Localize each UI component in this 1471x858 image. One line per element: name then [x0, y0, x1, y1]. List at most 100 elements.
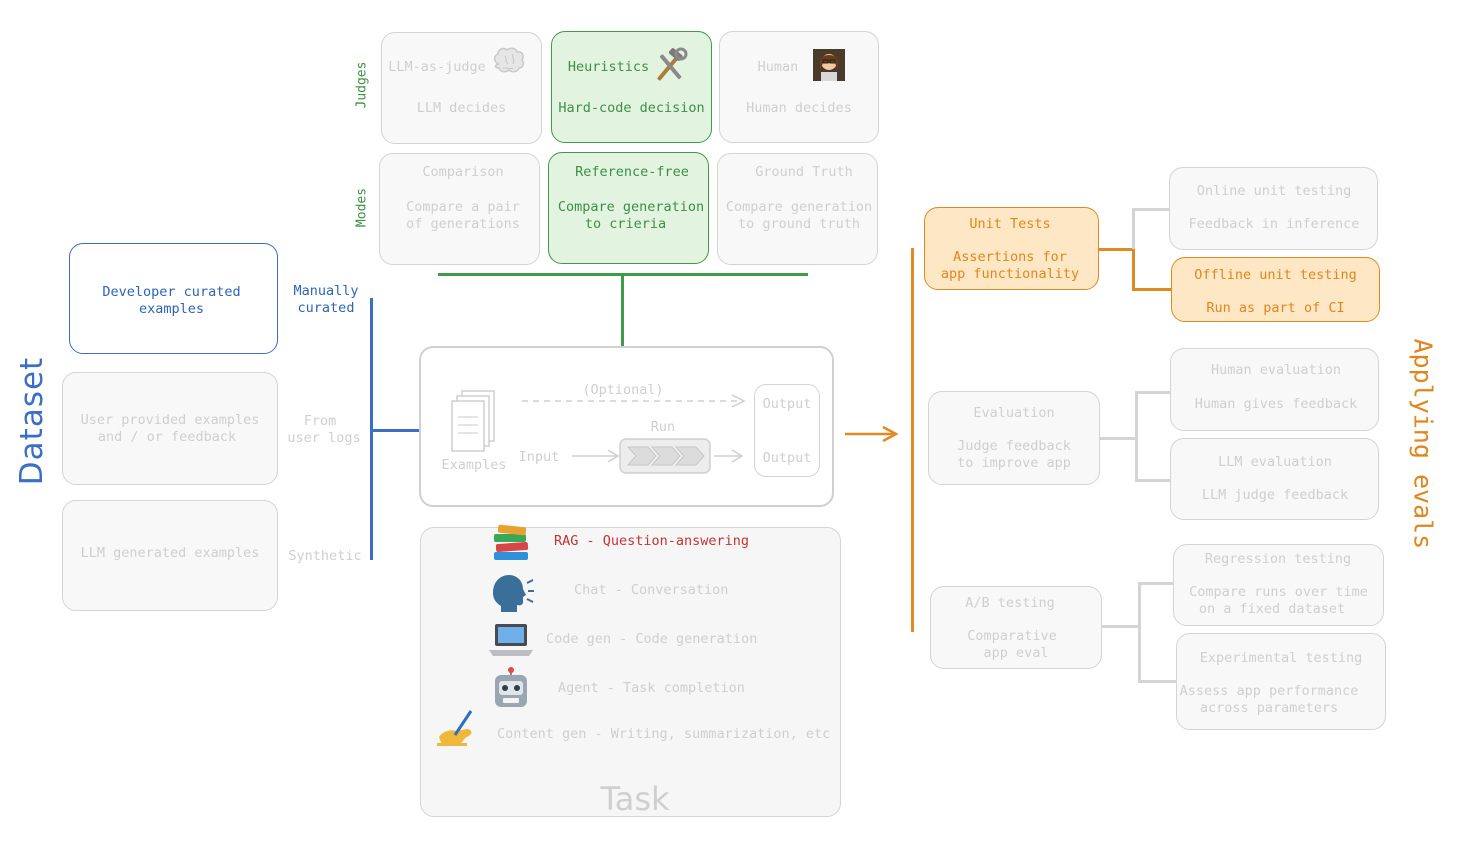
- llm-as-judge-desc: LLM decides: [416, 100, 507, 116]
- laptop-icon: [486, 620, 536, 669]
- reference-free-mode-desc-2: to crieria: [584, 216, 667, 232]
- developer-curated-card: [69, 243, 278, 354]
- experimental-testing-title: Experimental testing: [1199, 650, 1363, 666]
- human-eval-branch-line: [1135, 391, 1171, 394]
- hammer-wrench-icon: [648, 46, 692, 95]
- regression-testing-title: Regression testing: [1204, 551, 1352, 567]
- evaluation-desc-2: to improve app: [957, 455, 1071, 471]
- developer-curated-line-2: examples: [138, 301, 205, 317]
- online-branch-line: [1132, 208, 1170, 211]
- reference-free-mode-title: Reference-free: [575, 164, 689, 180]
- ab-testing-desc-2: app eval: [983, 645, 1049, 661]
- comparison-mode-desc-2: of generations: [406, 216, 520, 232]
- reference-free-mode-card: [548, 152, 709, 264]
- books-icon: [488, 524, 534, 573]
- human-judge-card: [719, 31, 879, 143]
- person-at-board-icon: [809, 47, 849, 92]
- task-title: Task: [600, 780, 670, 818]
- ground-truth-mode-desc-1: Compare generation: [725, 199, 873, 215]
- modes-row-label: Modes: [354, 187, 370, 228]
- manually-curated-label-2: curated: [297, 300, 355, 316]
- online-unit-testing-desc: Feedback in inference: [1188, 216, 1360, 232]
- evaluation-bracket-v: [1135, 391, 1138, 481]
- experimental-testing-desc-1: Assess app performance: [1179, 683, 1359, 699]
- applying-bracket-line: [911, 248, 914, 632]
- offline-branch-line: [1132, 288, 1172, 291]
- offline-unit-testing-desc: Run as part of CI: [1206, 300, 1345, 316]
- ab-testing-desc-1: Comparative: [967, 628, 1057, 644]
- output-bottom-label: Output: [762, 450, 812, 466]
- unit-tests-card: [924, 207, 1099, 290]
- brain-icon: [488, 46, 532, 91]
- from-user-logs-label-1: From: [303, 413, 337, 429]
- regression-testing-desc-2: on a fixed dataset: [1198, 601, 1346, 617]
- unit-tests-bracket-v-top: [1132, 208, 1135, 249]
- experimental-testing-desc-2: across parameters: [1199, 700, 1339, 716]
- unit-tests-desc-1: Assertions for: [953, 249, 1067, 265]
- output-box: [754, 384, 820, 477]
- ground-truth-mode-desc-2: to ground truth: [738, 216, 860, 232]
- llm-as-judge-title: LLM-as-judge: [388, 59, 486, 75]
- developer-curated-line-1: Developer curated: [102, 284, 241, 300]
- llm-evaluation-card: [1170, 438, 1379, 520]
- human-evaluation-card: [1170, 348, 1379, 431]
- evaluation-desc-1: Judge feedback: [957, 438, 1071, 454]
- experimental-branch-line: [1138, 680, 1176, 683]
- manually-curated-label-1: Manually: [293, 283, 359, 299]
- ab-connector-h: [1102, 625, 1139, 628]
- evaluation-connector-h: [1100, 437, 1136, 440]
- dataset-to-pipeline-line: [371, 429, 419, 432]
- llm-eval-branch-line: [1135, 479, 1171, 482]
- ab-testing-title: A/B testing: [965, 595, 1055, 611]
- experimental-testing-card: [1176, 633, 1386, 730]
- llm-generated-line-1: LLM generated examples: [80, 545, 260, 561]
- regression-testing-desc-1: Compare runs over time: [1189, 584, 1368, 600]
- reference-free-mode-desc-1: Compare generation: [557, 199, 705, 215]
- task-panel: [420, 527, 841, 817]
- writing-hand-icon: [434, 707, 480, 758]
- heuristics-title: Heuristics: [567, 59, 650, 75]
- regression-branch-line: [1138, 582, 1174, 585]
- ground-truth-mode-card: [717, 153, 878, 265]
- optional-dashed-arrow: [520, 393, 750, 413]
- comparison-mode-title: Comparison: [422, 164, 504, 180]
- unit-tests-bracket-v-bottom: [1132, 249, 1135, 289]
- heuristics-desc: Hard-code decision: [558, 100, 705, 116]
- ab-testing-card: [930, 586, 1102, 669]
- online-unit-testing-title: Online unit testing: [1196, 183, 1352, 199]
- offline-unit-testing-title: Offline unit testing: [1194, 267, 1357, 283]
- comparison-mode-desc-1: Compare a pair: [406, 199, 520, 215]
- synthetic-label: Synthetic: [288, 548, 362, 564]
- ground-truth-mode-title: Ground Truth: [755, 164, 853, 180]
- llm-generated-card: [62, 500, 278, 611]
- user-provided-card: [62, 372, 278, 485]
- dataset-title: Dataset: [14, 356, 50, 486]
- ab-bracket-v: [1138, 582, 1141, 682]
- unit-tests-connector-h: [1099, 248, 1133, 251]
- evaluation-title: Evaluation: [973, 405, 1055, 421]
- task-label-rag: RAG - Question-answering: [554, 533, 750, 549]
- user-provided-line-2: and / or feedback: [97, 429, 237, 445]
- task-label-code: Code gen - Code generation: [546, 631, 758, 647]
- modes-to-pipeline-line: [621, 274, 624, 346]
- examples-stack-icon: [448, 389, 498, 459]
- llm-evaluation-title: LLM evaluation: [1218, 454, 1332, 470]
- human-evaluation-desc: Human gives feedback: [1194, 396, 1358, 412]
- unit-tests-title: Unit Tests: [969, 216, 1051, 232]
- user-provided-line-1: User provided examples: [80, 412, 260, 428]
- regression-testing-card: [1173, 544, 1384, 626]
- task-label-content: Content gen - Writing, summarization, et…: [497, 726, 831, 742]
- applying-evals-title: Applying evals: [1408, 338, 1438, 550]
- human-evaluation-title: Human evaluation: [1210, 362, 1342, 378]
- examples-label: Examples: [441, 457, 507, 473]
- output-top-label: Output: [762, 396, 812, 412]
- run-label: Run: [650, 419, 676, 435]
- task-label-agent: Agent - Task completion: [558, 680, 745, 696]
- speaking-head-icon: [486, 571, 536, 624]
- task-label-chat: Chat - Conversation: [574, 582, 729, 598]
- pipeline-to-applying-arrow: [843, 424, 903, 448]
- optional-label: (Optional): [582, 382, 664, 398]
- robot-icon: [488, 667, 534, 720]
- human-judge-desc: Human decides: [746, 100, 852, 116]
- unit-tests-desc-2: app functionality: [940, 266, 1080, 282]
